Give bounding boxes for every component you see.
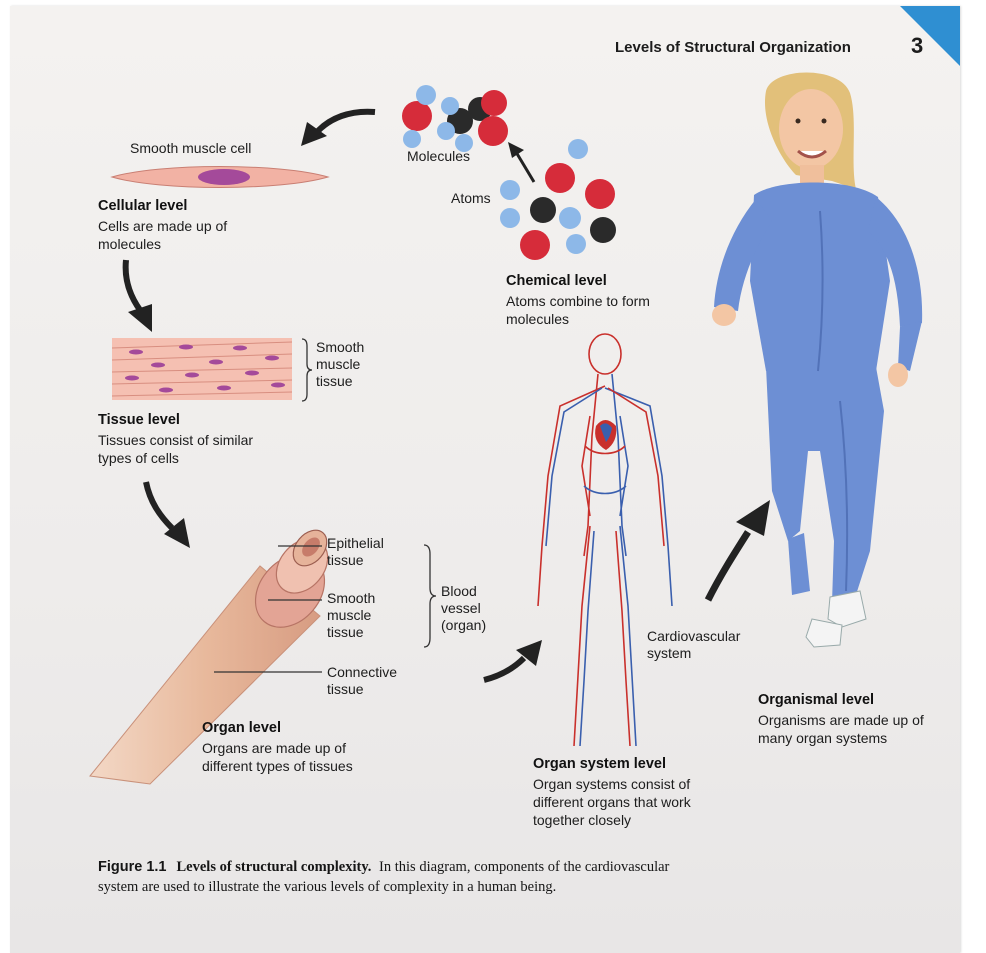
- epithelial-tissue-label: Epithelial tissue: [327, 535, 407, 569]
- tissue-bracket: [301, 338, 313, 402]
- figure-title: Levels of structural complexity.: [177, 859, 372, 875]
- figure-caption: Figure 1.1 Levels of structural complexit…: [98, 857, 698, 897]
- smooth-muscle-tissue-label-organ: Smooth muscle tissue: [327, 590, 407, 641]
- organismal-level-description: Organisms are made up of many organ syst…: [758, 711, 958, 747]
- chemical-level-description: Atoms combine to form molecules: [506, 292, 656, 328]
- organ-bracket: [423, 544, 437, 648]
- running-header-title: Levels of Structural Organization: [615, 39, 851, 56]
- organ-system-level-title: Organ system level: [533, 756, 666, 772]
- cardiovascular-system-illustration: [530, 326, 680, 756]
- blood-vessel-label: Blood vessel (organ): [441, 583, 511, 634]
- cellular-level-title: Cellular level: [98, 198, 187, 214]
- tissue-level-title: Tissue level: [98, 412, 180, 428]
- arrow-molecules-to-cell-icon: [295, 104, 385, 154]
- chemical-level-title: Chemical level: [506, 273, 607, 289]
- organ-system-level-description: Organ systems consist of different organ…: [533, 775, 733, 829]
- smooth-muscle-cell-illustration: [110, 159, 330, 195]
- smooth-muscle-tissue-label: Smooth muscle tissue: [316, 339, 396, 390]
- tissue-level-description: Tissues consist of similar types of cell…: [98, 431, 268, 467]
- organ-level-title: Organ level: [202, 720, 281, 736]
- organismal-level-title: Organismal level: [758, 692, 874, 708]
- organ-leader-lines: [210, 542, 340, 682]
- running-woman-illustration: [700, 71, 930, 671]
- figure-number: Figure 1.1: [98, 859, 167, 875]
- connective-tissue-label: Connective tissue: [327, 664, 412, 698]
- smooth-muscle-cell-label: Smooth muscle cell: [130, 140, 251, 157]
- smooth-muscle-tissue-illustration: [112, 338, 292, 400]
- arrow-cell-to-tissue-icon: [118, 256, 168, 336]
- organ-level-description: Organs are made up of different types of…: [202, 739, 362, 775]
- cellular-level-description: Cells are made up of molecules: [98, 217, 288, 253]
- book-page: Levels of Structural Organization 3 Mole…: [10, 6, 960, 953]
- arrow-atoms-to-molecules-icon: [500, 136, 540, 186]
- atoms-label: Atoms: [451, 190, 491, 207]
- page-corner-tab: [900, 6, 960, 66]
- molecules-label: Molecules: [407, 148, 470, 165]
- page-number: 3: [911, 33, 923, 59]
